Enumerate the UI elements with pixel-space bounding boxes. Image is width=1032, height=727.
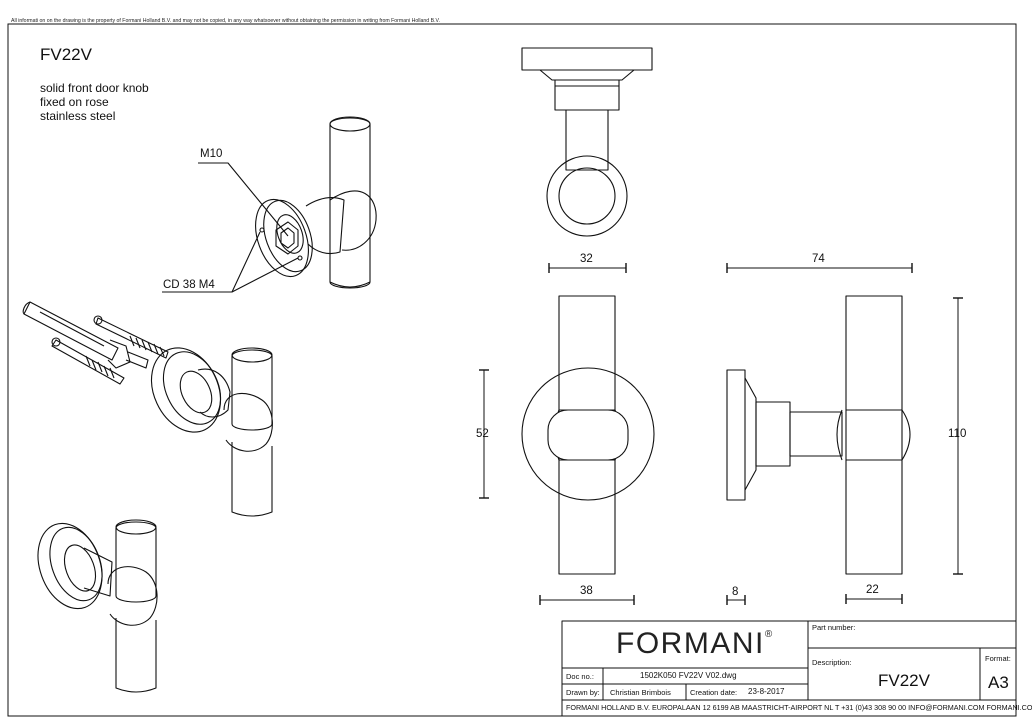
- drawn-by-label: Drawn by:: [566, 688, 600, 697]
- iso-view-exploded: [22, 301, 273, 517]
- company-footer: FORMANI HOLLAND B.V. EUROPALAAN 12 6199 …: [566, 703, 1032, 712]
- front-view: [521, 295, 655, 575]
- creation-date-value: 23-8-2017: [748, 687, 785, 696]
- disclaimer-text: All informati on on the drawing is the p…: [11, 18, 440, 24]
- dim-top-width: 32: [580, 253, 593, 265]
- description-value: FV22V: [878, 671, 930, 690]
- description-label: Description:: [812, 658, 852, 667]
- callout-cd-leader-2: [231, 257, 299, 293]
- description-line-1: solid front door knob: [40, 81, 149, 95]
- callout-m10-leader: [198, 162, 289, 237]
- iso-view-rose-back: [255, 116, 377, 289]
- dim-rose-height: 52: [476, 428, 489, 440]
- iso-view-front: [37, 519, 158, 693]
- registered-mark: ®: [764, 629, 773, 640]
- part-number-label: Part number:: [812, 623, 856, 632]
- dim-rose-diameter: 38: [580, 585, 593, 597]
- creation-date-label: Creation date:: [690, 688, 738, 697]
- description-line-3: stainless steel: [40, 109, 116, 123]
- dimension-lines: [479, 263, 963, 605]
- formani-logo: FORMANI®: [616, 627, 773, 660]
- format-value: A3: [988, 673, 1009, 692]
- dim-depth: 74: [812, 253, 825, 265]
- doc-no-value: 1502K050 FV22V V02.dwg: [640, 671, 737, 680]
- description-line-2: fixed on rose: [40, 95, 109, 109]
- doc-no-label: Doc no.:: [566, 672, 594, 681]
- callout-rose-fixing: CD 38 M4: [163, 279, 215, 291]
- dim-knob-diameter: 22: [866, 584, 879, 596]
- sheet-border: [7, 23, 1017, 717]
- top-view: [521, 47, 653, 237]
- side-view: [726, 295, 911, 575]
- model-title: FV22V: [40, 45, 92, 64]
- callout-thread: M10: [200, 148, 223, 160]
- dim-rose-thickness: 8: [732, 586, 739, 598]
- title-block-grid: [561, 620, 1017, 717]
- dim-total-height: 110: [948, 428, 967, 440]
- drawn-by-value: Christian Brimbois: [610, 688, 671, 697]
- format-label: Format:: [985, 654, 1011, 663]
